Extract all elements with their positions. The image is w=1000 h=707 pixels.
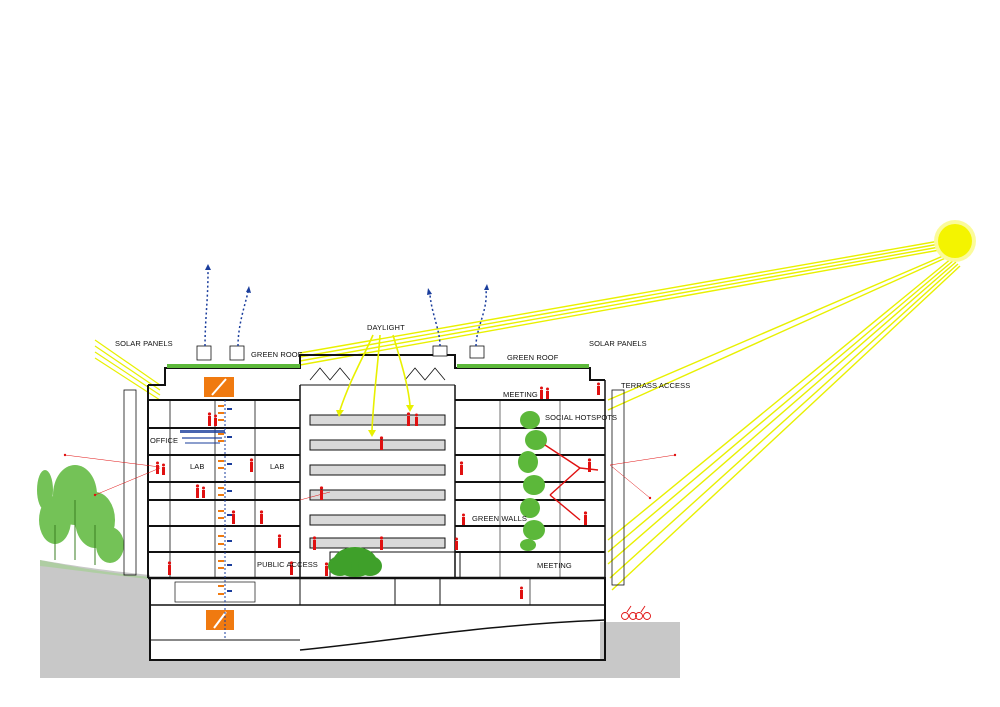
label-solar-panels-right: SOLAR PANELS (589, 339, 647, 348)
office-equipment (180, 430, 225, 444)
label-office: OFFICE (150, 436, 178, 445)
green-walls (518, 411, 547, 551)
sun-rays (299, 239, 961, 591)
sun-icon (934, 220, 976, 262)
label-meeting-top: MEETING (503, 390, 538, 399)
lift-core (218, 400, 232, 640)
green-roof-left (167, 364, 300, 368)
person-icon (156, 382, 600, 599)
ventilation-arrow-heads (205, 264, 489, 295)
label-green-roof-left: GREEN ROOF (251, 350, 303, 359)
daylight-arrows (339, 334, 411, 431)
cyclist-icon (621, 605, 651, 620)
solar-rays-left (94, 339, 161, 401)
label-daylight: DAYLIGHT (367, 323, 405, 332)
green-roof-right (457, 364, 589, 368)
label-lab-right: LAB (270, 462, 284, 471)
label-meeting-bottom: MEETING (537, 561, 572, 570)
label-green-walls: GREEN WALLS (472, 514, 527, 523)
tree-trunks (54, 500, 96, 565)
ventilation-arrow-icon (204, 271, 487, 347)
label-green-roof-right: GREEN ROOF (507, 353, 559, 362)
rooftop-vents (196, 345, 485, 361)
label-terrass-access: TERRASS ACCESS (621, 381, 690, 390)
label-lab-left: LAB (190, 462, 204, 471)
label-social-hotspots: SOCIAL HOTSPOTS (545, 413, 617, 422)
view-lines (64, 454, 676, 501)
tree-icon (37, 465, 124, 563)
label-solar-panels-left: SOLAR PANELS (115, 339, 173, 348)
label-public-access: PUBLIC ACCESS (257, 560, 318, 569)
atrium-tree (328, 547, 382, 577)
